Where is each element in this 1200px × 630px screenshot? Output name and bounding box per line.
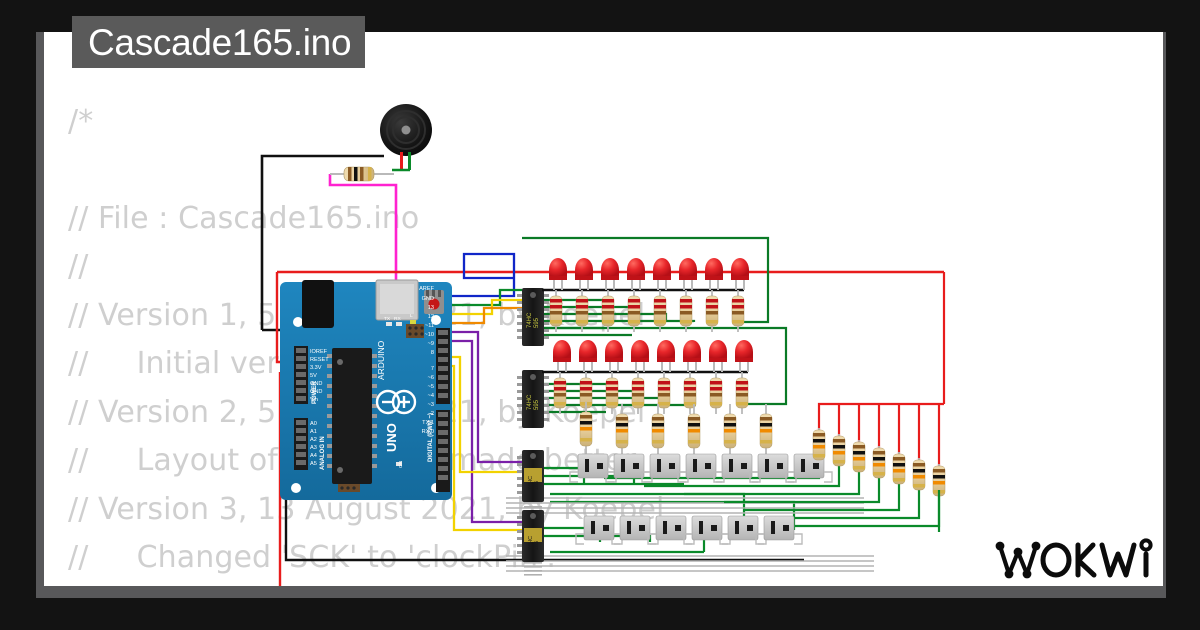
power-header-label: POWER — [312, 381, 318, 404]
shift-register-595-bottom[interactable]: 74HC 595 — [517, 370, 549, 428]
svg-text:Vin: Vin — [310, 397, 318, 403]
project-title-tab[interactable]: Cascade165.ino — [72, 16, 366, 68]
board-silk-uno: UNO — [384, 423, 399, 452]
resistor-row-1[interactable] — [549, 290, 745, 332]
arduino-uno-board[interactable]: ARDUINO UNO IOREF RESET 3.3V 5V GND GND Vin… — [280, 279, 452, 500]
digital-pin-labels: AREF GND 13 12 ~11 ~10 ~9 8 7 ~6 ~5 ~4 ~3 2 TX … — [419, 286, 435, 435]
wokwi-logo — [994, 534, 1162, 590]
led-row-1[interactable] — [549, 258, 749, 290]
svg-text:A0: A0 — [310, 421, 317, 427]
svg-text:RESET: RESET — [310, 357, 329, 363]
svg-text:2: 2 — [431, 411, 434, 417]
svg-text:~11: ~11 — [425, 323, 434, 329]
analog-header-label: ANALOG IN — [320, 436, 326, 470]
power-pin-labels: IOREF RESET 3.3V 5V GND GND Vin — [310, 349, 329, 403]
button-row-1[interactable] — [569, 453, 833, 483]
digital-header-label: DIGITAL (PWM ~) — [428, 413, 434, 462]
svg-text:IOREF: IOREF — [310, 349, 328, 355]
svg-text:A3: A3 — [310, 445, 317, 451]
button-row-2[interactable] — [575, 515, 803, 545]
svg-text:A1: A1 — [310, 429, 317, 435]
shift-register-165-bottom[interactable]: 74HC 165 — [517, 510, 544, 576]
svg-text:3.3V: 3.3V — [310, 365, 322, 371]
wokwi-logo-icon — [995, 538, 1153, 579]
svg-text:~5: ~5 — [428, 384, 434, 390]
circuit-diagram[interactable]: ARDUINO UNO IOREF RESET 3.3V 5V GND GND Vin… — [44, 32, 1163, 594]
svg-text:A2: A2 — [310, 437, 317, 443]
svg-text:AREF: AREF — [419, 286, 435, 292]
board-status-leds — [386, 320, 416, 466]
svg-text:8: 8 — [431, 350, 434, 356]
ic-label-74hc: 74HC — [528, 536, 534, 550]
svg-text:GND: GND — [310, 381, 322, 387]
svg-text:12: 12 — [428, 314, 434, 320]
svg-text:13: 13 — [428, 305, 434, 311]
wire-group-digital-pins — [448, 252, 522, 532]
svg-text:7: 7 — [431, 366, 434, 372]
pullup-resistor-column[interactable] — [812, 428, 946, 497]
svg-text:~10: ~10 — [425, 332, 435, 338]
ic-label-165: 165 — [534, 481, 540, 490]
resistor-buzzer[interactable] — [330, 166, 394, 182]
svg-text:~9: ~9 — [428, 341, 434, 347]
ic-label-74hc: 74HC — [528, 476, 534, 490]
shift-register-595-top[interactable]: 74HC 595 — [517, 288, 549, 346]
ic-label-74hc: 74HC — [527, 312, 533, 328]
ic-label-165: 165 — [534, 541, 540, 550]
svg-text:5V: 5V — [310, 373, 317, 379]
card-bottom-strip — [44, 586, 1163, 594]
board-silk-arduino: ARDUINO — [376, 340, 386, 380]
ic-label-595: 595 — [534, 317, 540, 328]
svg-text:~6: ~6 — [428, 375, 434, 381]
project-canvas-card: /* // File : Cascade165.ino // // Versio… — [44, 32, 1163, 594]
svg-text:~4: ~4 — [428, 393, 434, 399]
svg-text:A4: A4 — [310, 453, 317, 459]
ic-label-74hc: 74HC — [527, 394, 533, 410]
svg-text:GND: GND — [310, 389, 322, 395]
tx-led-label: TX — [384, 316, 391, 322]
svg-text:RX 0: RX 0 — [422, 429, 434, 435]
ic-label-595: 595 — [534, 399, 540, 410]
resistor-button-row-1[interactable] — [579, 402, 773, 456]
svg-text:GND: GND — [422, 296, 434, 302]
buzzer[interactable] — [380, 104, 432, 172]
arduino-logo-icon — [375, 389, 417, 415]
resistor-row-2[interactable] — [553, 372, 749, 414]
on-led-label: ON — [398, 460, 404, 468]
led-row-2[interactable] — [553, 340, 753, 372]
svg-text:A5: A5 — [310, 461, 317, 467]
shift-register-165-top[interactable]: 74HC 165 — [517, 450, 544, 516]
project-title-text: Cascade165.ino — [88, 21, 352, 63]
l-led-label: L — [410, 313, 413, 319]
svg-text:TX 1: TX 1 — [422, 420, 434, 426]
svg-text:~3: ~3 — [428, 402, 434, 408]
rx-led-label: RX — [394, 316, 401, 322]
wire-group-pullup-red — [817, 272, 946, 466]
